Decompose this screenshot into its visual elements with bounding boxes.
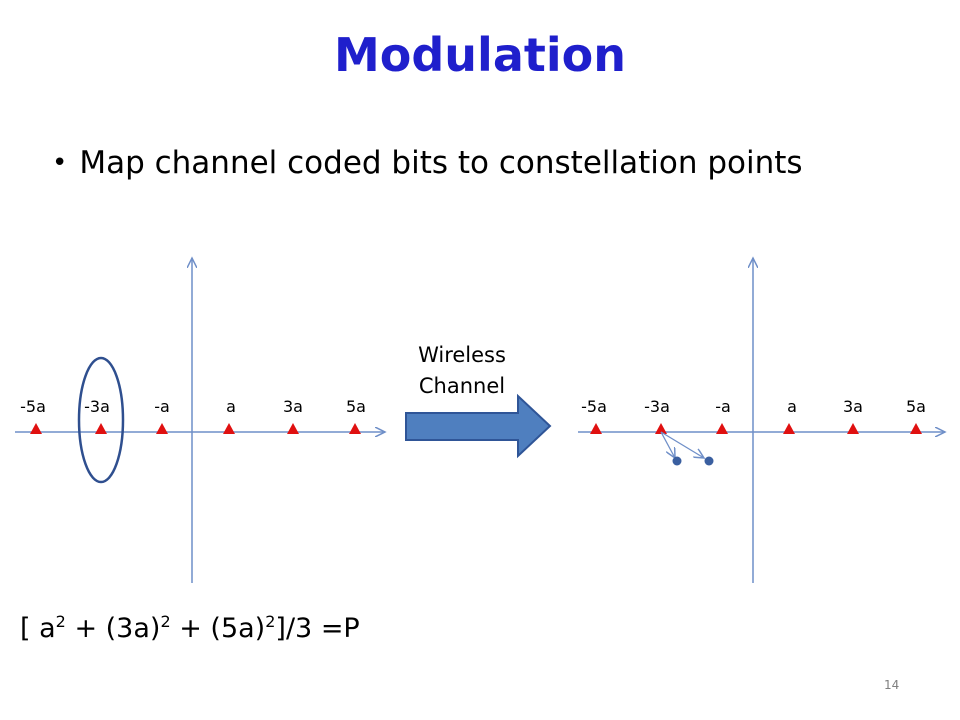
left-label-neg5a: -5a [20,397,46,416]
power-formula: [ a2 + (3a)2 + (5a)2]/3 =P [20,612,360,644]
highlight-ellipse [77,356,125,484]
formula-part-1: [ a [20,613,56,644]
channel-label-line1: Wireless [418,343,506,367]
left-constellation: -5a -3a -a a 3a 5a [15,258,385,583]
slide-title: Modulation [334,28,626,82]
formula-exp-2: 2 [160,612,171,631]
noise-vector-2 [660,431,704,458]
right-label-a: a [787,397,797,416]
received-point-1 [672,456,682,466]
right-label-neg5a: -5a [581,397,607,416]
left-marker-neg3a [95,423,107,434]
formula-part-3: + (5a) [170,613,266,644]
left-marker-3a [287,423,299,434]
formula-part-4: ]/3 =P [275,613,360,644]
bullet-item: • Map channel coded bits to constellatio… [52,145,803,181]
formula-exp-1: 2 [55,612,66,631]
channel-label-line2: Channel [419,374,505,398]
right-marker-nega [716,423,728,434]
bullet-text: Map channel coded bits to constellation … [79,145,803,181]
right-marker-a [783,423,795,434]
left-marker-a [223,423,235,434]
right-marker-neg3a [655,423,667,434]
left-marker-neg5a [30,423,42,434]
right-label-nega: -a [715,397,731,416]
left-label-5a: 5a [346,397,366,416]
formula-exp-3: 2 [265,612,276,631]
channel-arrow-icon [405,393,552,459]
left-label-a: a [226,397,236,416]
page-number: 14 [884,678,900,692]
formula-part-2: + (3a) [65,613,161,644]
right-label-3a: 3a [843,397,863,416]
noise-vector-1 [660,431,675,458]
bullet-dot-icon: • [52,148,68,178]
received-point-2 [704,456,714,466]
right-label-neg3a: -3a [644,397,670,416]
left-label-3a: 3a [283,397,303,416]
left-marker-nega [156,423,168,434]
right-marker-neg5a [590,423,602,434]
right-label-5a: 5a [906,397,926,416]
wireless-channel: Wireless Channel [405,343,552,459]
right-marker-5a [910,423,922,434]
left-marker-5a [349,423,361,434]
right-constellation: -5a -3a -a a 3a 5a [578,258,945,583]
left-label-nega: -a [154,397,170,416]
left-label-neg3a: -3a [84,397,110,416]
right-marker-3a [847,423,859,434]
